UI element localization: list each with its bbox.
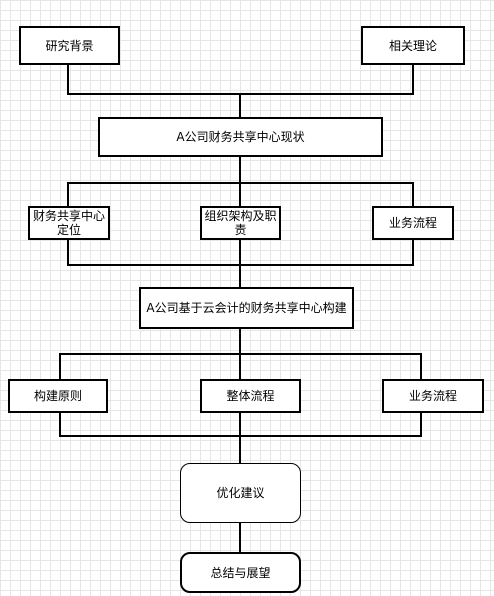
overall-process-box: 整体流程 bbox=[200, 379, 301, 413]
research-background-label: 研究背景 bbox=[45, 38, 94, 53]
business-process-label-bottom: 业务流程 bbox=[408, 389, 457, 403]
research-background-box: 研究背景 bbox=[19, 26, 120, 65]
fsc-positioning-label: 财务共享中心定位 bbox=[33, 209, 106, 237]
construction-principles-box: 构建原则 bbox=[8, 379, 108, 413]
business-process-box-bottom: 业务流程 bbox=[382, 379, 484, 413]
conclusion-box: 总结与展望 bbox=[180, 552, 301, 593]
business-process-label-top: 业务流程 bbox=[388, 216, 437, 230]
optimization-box: 优化建议 bbox=[180, 463, 301, 523]
cloud-construction-box: A公司基于云会计的财务共享中心构建 bbox=[139, 287, 354, 329]
cloud-construction-label: A公司基于云会计的财务共享中心构建 bbox=[146, 301, 347, 315]
org-structure-label: 组织架构及职责 bbox=[204, 209, 277, 237]
conclusion-label: 总结与展望 bbox=[210, 565, 271, 580]
current-status-label: A公司财务共享中心现状 bbox=[176, 130, 305, 144]
current-status-box: A公司财务共享中心现状 bbox=[98, 117, 383, 157]
org-structure-box: 组织架构及职责 bbox=[200, 206, 281, 240]
construction-principles-label: 构建原则 bbox=[33, 389, 82, 403]
business-process-box-top: 业务流程 bbox=[372, 206, 454, 240]
overall-process-label: 整体流程 bbox=[226, 389, 275, 403]
related-theory-label: 相关理论 bbox=[388, 38, 437, 53]
fsc-positioning-box: 财务共享中心定位 bbox=[28, 206, 110, 240]
optimization-label: 优化建议 bbox=[216, 486, 265, 500]
related-theory-box: 相关理论 bbox=[361, 26, 465, 65]
